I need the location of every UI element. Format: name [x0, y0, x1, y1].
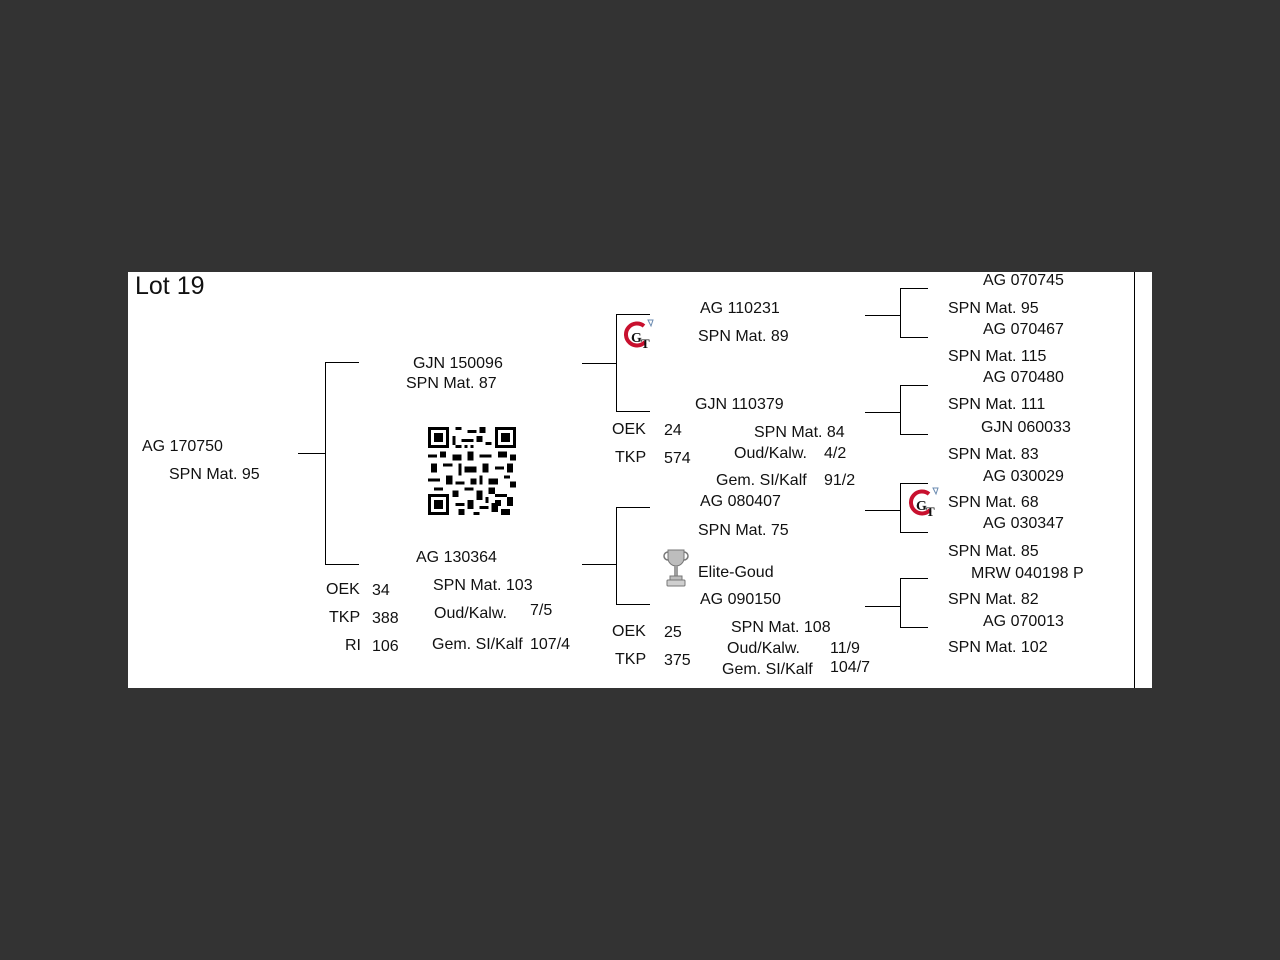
line-ggp2 — [900, 337, 928, 338]
ds-spn: SPN Mat. 75 — [698, 522, 789, 539]
ggp7-spn: SPN Mat. 82 — [948, 591, 1039, 608]
sd-tkp-label: TKP — [615, 449, 647, 466]
ggp6-spn: SPN Mat. 85 — [948, 543, 1039, 560]
dam-spn: SPN Mat. 103 — [433, 577, 533, 594]
dd-tkp: 375 — [664, 652, 691, 669]
sd-oudkalw-label: Oud/Kalw. — [734, 445, 807, 462]
line-gen1-v — [325, 362, 326, 565]
pedigree-sheet: Lot 19 AG 170750 SPN Mat. 95 GJN 150096 … — [128, 272, 1152, 688]
line-ds — [616, 507, 650, 508]
gt-logo-icon: G T — [909, 487, 939, 519]
sd-gem: 91/2 — [824, 472, 856, 489]
sd-oudkalw: 4/2 — [824, 445, 847, 462]
animal-spn: SPN Mat. 95 — [169, 466, 260, 483]
ggp8-spn: SPN Mat. 102 — [948, 639, 1048, 656]
line-ggp3 — [900, 385, 928, 386]
dam-ri: 106 — [372, 638, 399, 655]
dam-gem-label: Gem. SI/Kalf — [432, 636, 523, 653]
sd-tkp: 574 — [664, 450, 691, 467]
line-ss-v — [900, 288, 901, 338]
ggp4-id: GJN 060033 — [981, 419, 1071, 436]
ggp1-spn: SPN Mat. 95 — [948, 300, 1039, 317]
ggp5-id: AG 030029 — [983, 468, 1064, 485]
line-ds-out — [865, 510, 901, 511]
line-dam-v — [616, 507, 617, 605]
dam-oek-label: OEK — [326, 581, 360, 598]
line-sd — [616, 411, 650, 412]
sire-spn: SPN Mat. 87 — [406, 375, 497, 392]
dam-tkp: 388 — [372, 610, 399, 627]
ss-spn: SPN Mat. 89 — [698, 328, 789, 345]
line-ggp7 — [900, 578, 928, 579]
line-ds-v — [900, 483, 901, 533]
dam-id: AG 130364 — [416, 549, 497, 566]
ggp2-spn: SPN Mat. 115 — [948, 348, 1047, 365]
sire-id: GJN 150096 — [413, 355, 503, 372]
animal-id: AG 170750 — [142, 438, 223, 455]
gt-logo-icon: G T — [624, 319, 654, 351]
sd-oek-label: OEK — [612, 421, 646, 438]
line-ggp5 — [900, 483, 928, 484]
line-dam-out — [582, 564, 617, 565]
dd-award: Elite-Goud — [698, 564, 774, 581]
lot-title: Lot 19 — [135, 272, 205, 300]
line-ggp8 — [900, 627, 928, 628]
line-ggp4 — [900, 434, 928, 435]
ggp8-id: AG 070013 — [983, 613, 1064, 630]
line-dd — [616, 604, 650, 605]
right-edge-line — [1134, 272, 1135, 688]
ggp3-id: AG 070480 — [983, 369, 1064, 386]
dd-gem: 104/7 — [830, 659, 871, 676]
dd-tkp-label: TKP — [615, 651, 647, 668]
dam-ri-label: RI — [345, 637, 361, 654]
ggp5-spn: SPN Mat. 68 — [948, 494, 1039, 511]
ggp6-id: AG 030347 — [983, 515, 1064, 532]
ggp4-spn: SPN Mat. 83 — [948, 446, 1039, 463]
line-sd-out — [865, 412, 901, 413]
line-sire-out — [582, 363, 617, 364]
sd-spn: SPN Mat. 84 — [754, 424, 845, 441]
dd-oudkalw-label: Oud/Kalw. — [727, 640, 800, 657]
dd-oek: 25 — [664, 624, 682, 641]
dam-gem: 107/4 — [530, 636, 571, 653]
dd-spn: SPN Mat. 108 — [731, 619, 831, 636]
ss-id: AG 110231 — [700, 300, 780, 317]
sd-gem-label: Gem. SI/Kalf — [716, 472, 807, 489]
svg-text:G: G — [631, 331, 642, 346]
dam-tkp-label: TKP — [329, 609, 361, 626]
ggp7-id: MRW 040198 P — [971, 565, 1084, 582]
line-sire — [325, 362, 359, 363]
dam-oudkalw-label: Oud/Kalw. — [434, 605, 507, 622]
ggp3-spn: SPN Mat. 111 — [948, 396, 1046, 413]
qr-code-icon — [428, 427, 516, 515]
sd-id: GJN 110379 — [695, 396, 784, 413]
dd-oek-label: OEK — [612, 623, 646, 640]
line-sire-v — [616, 314, 617, 412]
line-dam — [325, 564, 359, 565]
svg-text:T: T — [641, 336, 650, 351]
dd-id: AG 090150 — [700, 591, 781, 608]
line-ss-out — [865, 315, 901, 316]
ds-id: AG 080407 — [700, 493, 781, 510]
line-animal — [298, 453, 326, 454]
svg-text:T: T — [926, 504, 935, 519]
line-ss — [616, 314, 650, 315]
sd-oek: 24 — [664, 422, 682, 439]
dd-oudkalw: 11/9 — [830, 640, 860, 657]
trophy-icon — [663, 549, 689, 587]
ggp1-id: AG 070745 — [983, 272, 1064, 289]
line-dd-v — [900, 578, 901, 628]
svg-text:G: G — [916, 499, 927, 514]
dam-oek: 34 — [372, 582, 390, 599]
dd-gem-label: Gem. SI/Kalf — [722, 661, 813, 678]
ggp2-id: AG 070467 — [983, 321, 1064, 338]
line-dd-out — [865, 606, 901, 607]
line-sd-v — [900, 385, 901, 435]
line-ggp6 — [900, 532, 928, 533]
dam-oudkalw: 7/5 — [530, 602, 553, 619]
line-ggp1 — [900, 288, 928, 289]
